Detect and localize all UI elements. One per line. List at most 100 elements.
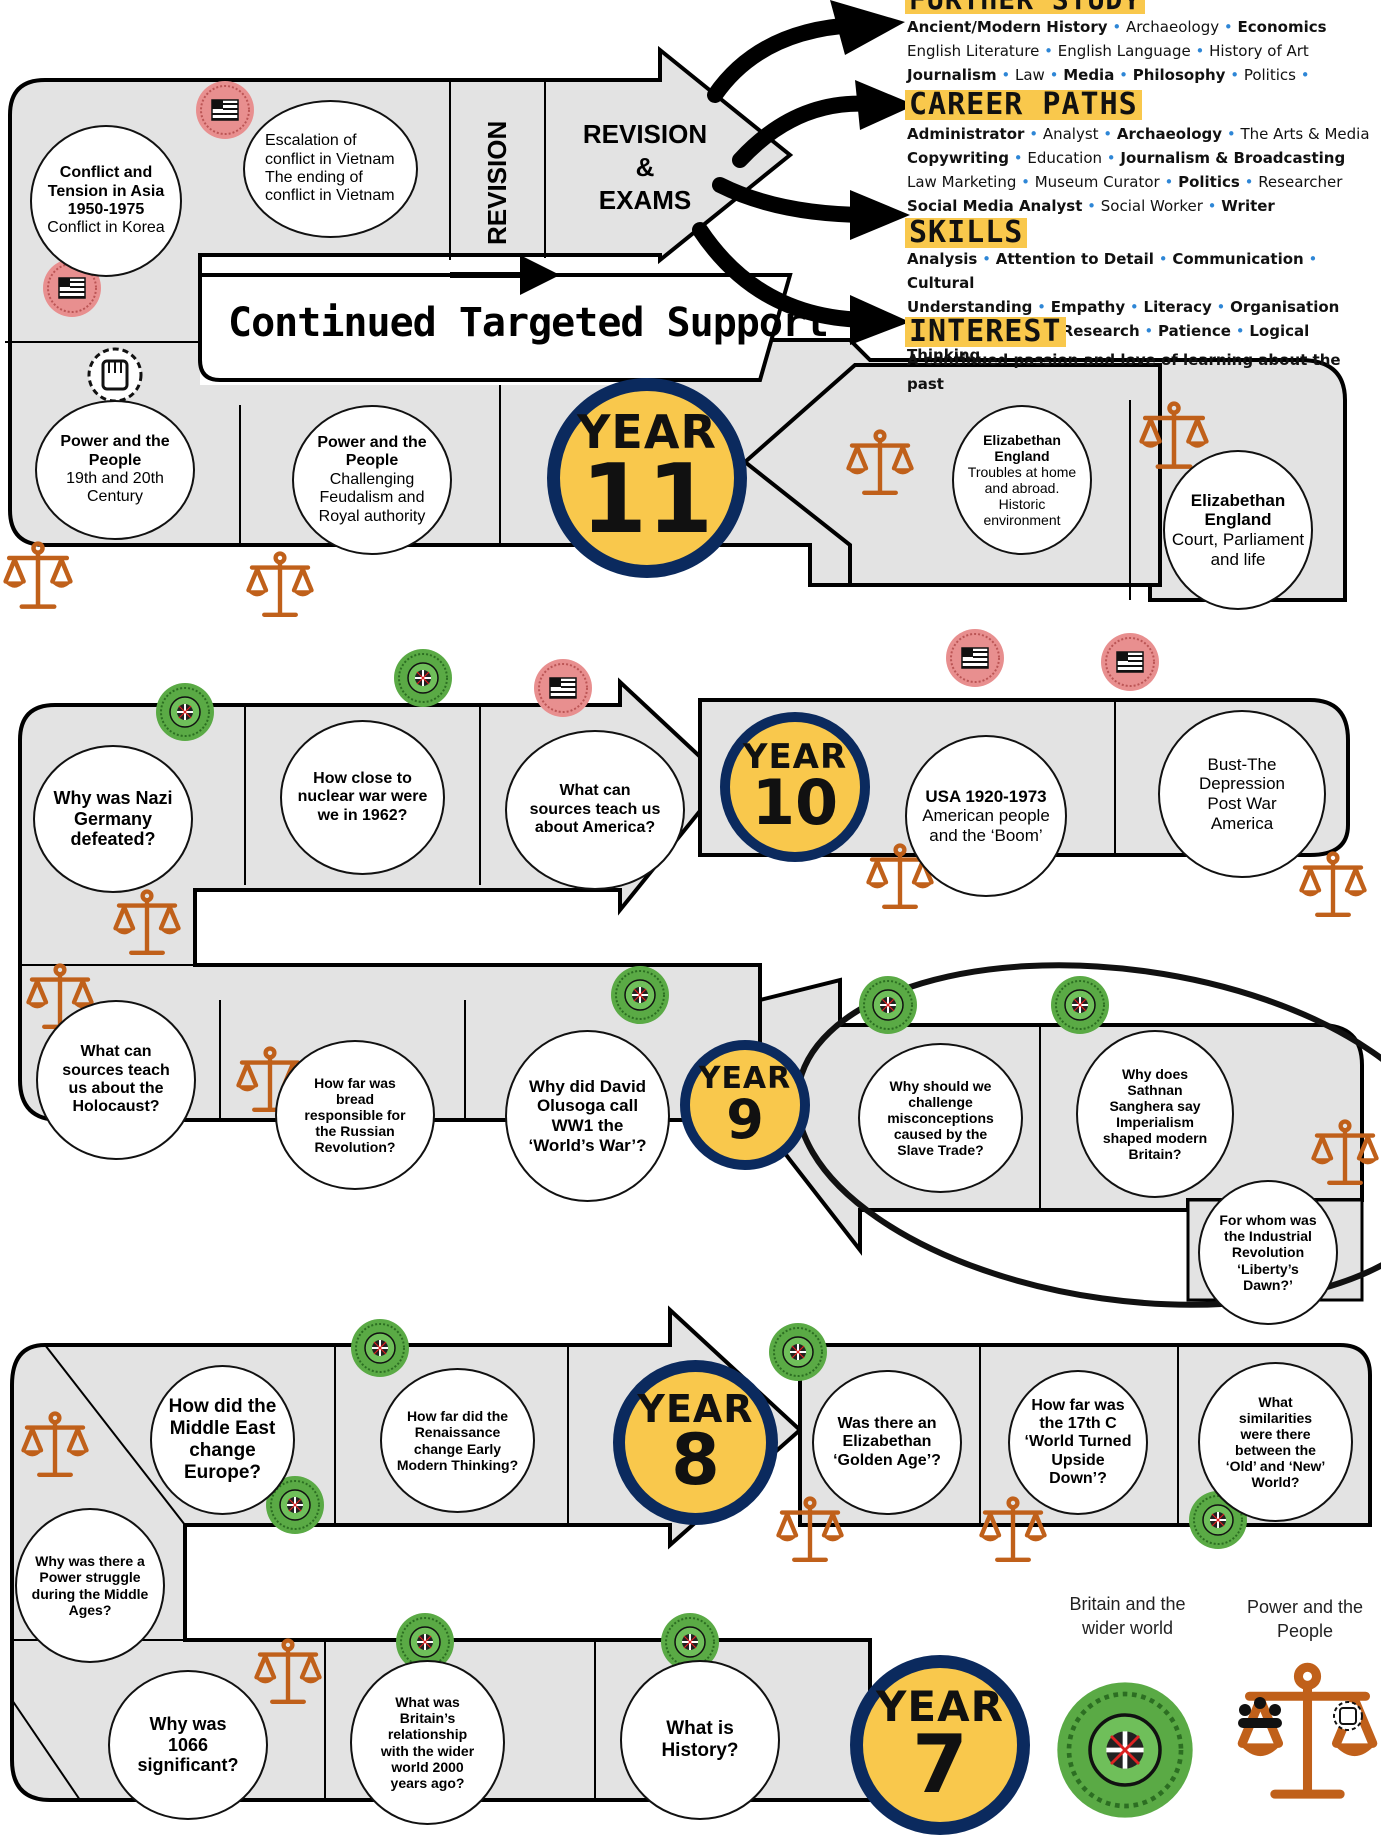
topic-title: USA 1920-1973 bbox=[925, 786, 1047, 806]
year-7-marker: YEAR 7 bbox=[850, 1655, 1030, 1835]
list-item: History of Art bbox=[1209, 42, 1309, 60]
bullet-separator: • bbox=[1082, 197, 1101, 215]
scales-icon bbox=[4, 544, 72, 607]
year-number: 8 bbox=[671, 1419, 720, 1502]
list-item: Archaeology bbox=[1116, 125, 1223, 143]
bullet-separator: • bbox=[1230, 322, 1250, 340]
topic-power-people-2: Power and the People Challenging Feudali… bbox=[292, 405, 452, 555]
year-10-marker: YEAR 10 bbox=[720, 712, 870, 862]
topic-power-people-1: Power and the People 19th and 20th Centu… bbox=[35, 400, 195, 540]
list-item: Law Marketing bbox=[907, 173, 1017, 191]
topic-nazi-germany: Why was Nazi Germany defeated? bbox=[33, 745, 193, 893]
britain-globe-badge-icon bbox=[610, 965, 670, 1025]
career-paths-heading: CAREER PATHS bbox=[905, 90, 1142, 120]
year-9-marker: YEAR 9 bbox=[680, 1040, 810, 1170]
topic-subtitle: Challenging Feudalism and Royal authorit… bbox=[318, 470, 426, 525]
career-line: Administrator • Analyst • Archaeology • … bbox=[907, 122, 1377, 146]
fist-icon bbox=[1333, 1701, 1363, 1731]
year-word: YEAR bbox=[637, 1387, 754, 1432]
list-item: Understanding bbox=[907, 298, 1033, 316]
list-item: Law bbox=[1015, 66, 1045, 84]
exams-word: EXAMS bbox=[598, 185, 692, 215]
list-item: Empathy bbox=[1050, 298, 1126, 316]
list-item: English Language bbox=[1057, 42, 1191, 60]
list-item: Social Media Analyst bbox=[907, 197, 1083, 215]
britain-globe-badge-icon bbox=[1050, 975, 1110, 1035]
year-number: 7 bbox=[912, 1717, 968, 1811]
list-item: Cultural bbox=[907, 274, 975, 292]
list-item: Communication bbox=[1172, 250, 1304, 268]
topic-golden-age: Was there an Elizabethan ‘Golden Age’? bbox=[812, 1370, 962, 1515]
bullet-separator: • bbox=[1225, 66, 1244, 84]
list-item: Logical Thinking bbox=[907, 322, 1310, 364]
further-study-line: English Literature • English Language • … bbox=[907, 39, 1377, 63]
skills-heading: SKILLS bbox=[905, 218, 1028, 248]
topic-subtitle: 19th and 20th Century bbox=[66, 470, 164, 506]
revision-word: REVISION bbox=[582, 119, 708, 149]
bullet-separator: • bbox=[1222, 125, 1241, 143]
scales-icon bbox=[247, 554, 314, 615]
list-item: Education bbox=[1027, 149, 1103, 167]
year-word: YEAR bbox=[577, 405, 717, 460]
list-item: Research bbox=[1061, 322, 1140, 340]
list-item: Analyst bbox=[1042, 125, 1099, 143]
career-line: Copywriting • Education • Journalism & B… bbox=[907, 146, 1377, 170]
list-item: English Literature bbox=[907, 42, 1040, 60]
bullet-separator: • bbox=[1190, 42, 1210, 60]
revision-label: REVISION bbox=[482, 120, 512, 245]
bullet-separator: • bbox=[1044, 66, 1064, 84]
list-item: Administrator bbox=[907, 125, 1025, 143]
topic-conflict-asia: Conflict and Tension in Asia 1950-1975 C… bbox=[30, 125, 182, 277]
usa-flag-badge-icon bbox=[945, 628, 1005, 688]
bullet-separator: • bbox=[1125, 298, 1144, 316]
usa-flag-badge-icon bbox=[1100, 632, 1160, 692]
topic-subtitle: Conflict in Korea bbox=[47, 219, 165, 237]
topic-middle-east: How did the Middle East change Europe? bbox=[150, 1365, 295, 1515]
list-item: Writer bbox=[1221, 197, 1275, 215]
usa-flag-badge-icon bbox=[195, 80, 255, 140]
topic-world-turned-upside-down: How far was the 17th C ‘World Turned Ups… bbox=[1008, 1370, 1148, 1515]
topic-olusoga-ww1: Why did David Olusoga call WW1 the ‘Worl… bbox=[505, 1030, 670, 1202]
interest-heading: INTEREST bbox=[905, 317, 1066, 347]
list-item: Economics bbox=[1237, 18, 1327, 36]
britain-wider-world-legend-icon bbox=[1057, 1682, 1192, 1817]
bullet-separator: • bbox=[1107, 18, 1126, 36]
topic-russian-revolution: How far was bread responsible for the Ru… bbox=[275, 1040, 435, 1190]
fist-gear-icon bbox=[87, 347, 143, 403]
list-item: Journalism bbox=[907, 66, 997, 84]
bullet-separator: • bbox=[1039, 42, 1058, 60]
topic-what-is-history: What is History? bbox=[620, 1660, 780, 1820]
bullet-separator: • bbox=[1102, 149, 1121, 167]
usa-flag-badge-icon bbox=[533, 658, 593, 718]
skills-line: Analysis • Attention to Detail • Communi… bbox=[907, 247, 1377, 295]
list-item: Attention to Detail bbox=[995, 250, 1154, 268]
people-group-icon bbox=[1238, 1697, 1282, 1728]
bullet-separator: • bbox=[1032, 298, 1051, 316]
interest-text: A continued passion and love of learning… bbox=[907, 351, 1341, 393]
year-number: 11 bbox=[580, 444, 714, 555]
list-item: Patience bbox=[1158, 322, 1231, 340]
bullet-separator: • bbox=[1139, 322, 1159, 340]
list-item: Organisation bbox=[1230, 298, 1340, 316]
bullet-separator: • bbox=[1303, 250, 1318, 268]
bullet-separator: • bbox=[996, 66, 1015, 84]
topic-title: Conflict and Tension in Asia 1950-1975 bbox=[47, 164, 165, 218]
britain-globe-badge-icon bbox=[350, 1318, 410, 1378]
continued-support-label: Continued Targeted Support bbox=[228, 300, 829, 346]
topic-line: Escalation of conflict in Vietnam bbox=[265, 132, 395, 168]
topic-holocaust: What can sources teach us about the Holo… bbox=[36, 1000, 196, 1160]
topic-industrial-revolution: For whom was the Industrial Revolution ‘… bbox=[1198, 1180, 1338, 1325]
topic-elizabethan-1: Elizabethan England Troubles at home and… bbox=[952, 405, 1092, 555]
year-number: 9 bbox=[726, 1087, 764, 1151]
career-paths-list: Administrator • Analyst • Archaeology • … bbox=[907, 122, 1377, 218]
topic-bust-depression: Bust-The Depression Post War America bbox=[1158, 710, 1326, 878]
revision-exams-label: REVISION & EXAMS bbox=[565, 118, 725, 217]
topic-britain-2000-years: What was Britain’s relationship with the… bbox=[350, 1660, 505, 1825]
list-item: Copywriting bbox=[907, 149, 1009, 167]
topic-subtitle: Court, Parliament and life bbox=[1171, 530, 1305, 569]
topic-slave-trade: Why should we challenge misconceptions c… bbox=[858, 1043, 1023, 1193]
year-number: 10 bbox=[751, 765, 839, 839]
topic-title: Elizabethan England bbox=[1190, 490, 1286, 530]
career-line: Law Marketing • Museum Curator • Politic… bbox=[907, 170, 1377, 194]
